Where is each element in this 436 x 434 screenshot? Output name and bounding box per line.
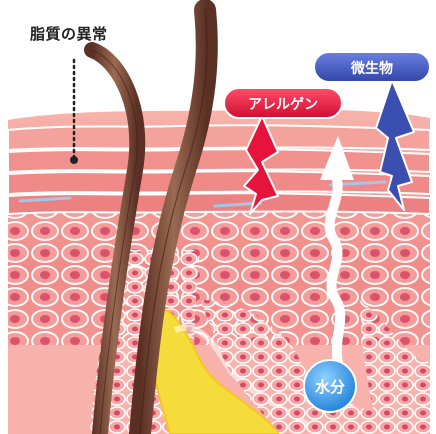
- allergen-label: アレルゲン: [248, 96, 318, 113]
- stratum-corneum: [8, 125, 430, 214]
- microbe-label: 微生物: [350, 60, 393, 77]
- water-label: 水分: [315, 378, 345, 396]
- microbe-badge: 微生物: [314, 52, 430, 82]
- water-badge: 水分: [304, 360, 356, 412]
- allergen-badge: アレルゲン: [224, 88, 342, 118]
